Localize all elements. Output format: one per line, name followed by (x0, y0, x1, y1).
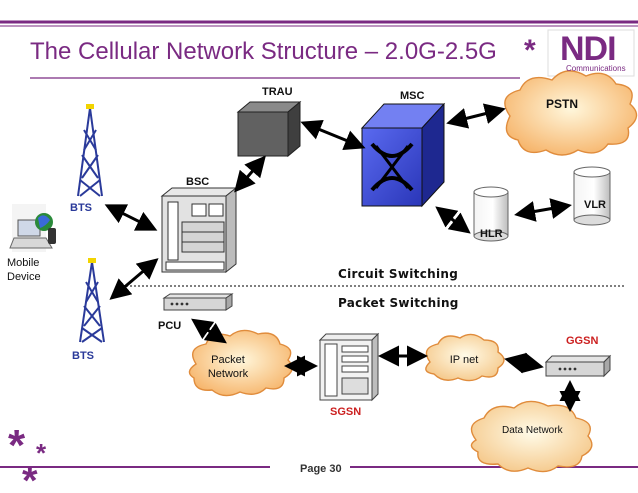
bts-top-label: BTS (70, 202, 92, 214)
logo-brand: NDI (560, 30, 617, 68)
logo-star-icon: * (524, 34, 536, 67)
link-bts-top-bsc (104, 204, 158, 231)
link-bsc-trau (234, 155, 266, 193)
connection-arrows (104, 103, 581, 412)
packet-switching-label: Packet Switching (338, 296, 459, 310)
bts-bottom-label: BTS (72, 350, 94, 362)
ndi-logo: * (524, 29, 635, 77)
bsc-cabinet-icon (160, 186, 238, 274)
bts-tower-top-icon (77, 104, 103, 197)
link-pcu-packet-network (191, 318, 227, 344)
slide-title: The Cellular Network Structure – 2.0G-2.… (30, 38, 497, 65)
link-msc-pstn (446, 103, 506, 129)
trau-unit-icon (236, 100, 302, 158)
link-bts-bottom-bsc (109, 258, 159, 300)
pstn-cloud-icon (504, 70, 638, 156)
data-network-label: Data Network (502, 425, 563, 436)
packet-network-label: Packet Network (207, 354, 249, 380)
sgsn-rack-icon (318, 332, 380, 402)
hlr-database-icon (473, 186, 509, 242)
ip-net-cloud-icon (425, 333, 505, 382)
bsc-label: BSC (186, 176, 210, 188)
svg-text:*: * (8, 421, 26, 470)
link-msc-hlr (435, 206, 471, 234)
hlr-label: HLR (480, 228, 503, 240)
pcu-unit-icon (162, 293, 234, 311)
svg-text:*: * (22, 459, 38, 493)
trau-label: TRAU (262, 86, 293, 98)
msc-switch-icon (360, 102, 446, 208)
data-network-cloud-icon (470, 400, 593, 473)
ggsn-label: GGSN (566, 335, 599, 347)
slide-frame (0, 20, 638, 468)
vlr-database-icon (573, 166, 611, 226)
pcu-label: PCU (158, 320, 182, 332)
pstn-label: PSTN (546, 97, 579, 111)
sgsn-label: SGSN (330, 406, 362, 418)
msc-label: MSC (400, 90, 425, 102)
mobile-device-icon (9, 204, 56, 252)
svg-text:*: * (36, 438, 47, 468)
link-hlr-vlr (514, 198, 572, 222)
decorative-stars-icon: * * * (8, 421, 47, 493)
bts-tower-bottom-icon (79, 258, 105, 343)
link-ip-net-ggsn (504, 352, 544, 374)
circuit-switching-label: Circuit Switching (338, 267, 459, 281)
vlr-label: VLR (584, 199, 606, 211)
logo-tagline: Communications (566, 64, 626, 73)
ip-net-label: IP net (449, 354, 479, 366)
mobile-device-label: Mobile Device (7, 257, 41, 283)
page-number: Page 30 (300, 463, 342, 475)
link-trau-msc (300, 119, 366, 151)
ggsn-unit-icon (544, 354, 612, 378)
